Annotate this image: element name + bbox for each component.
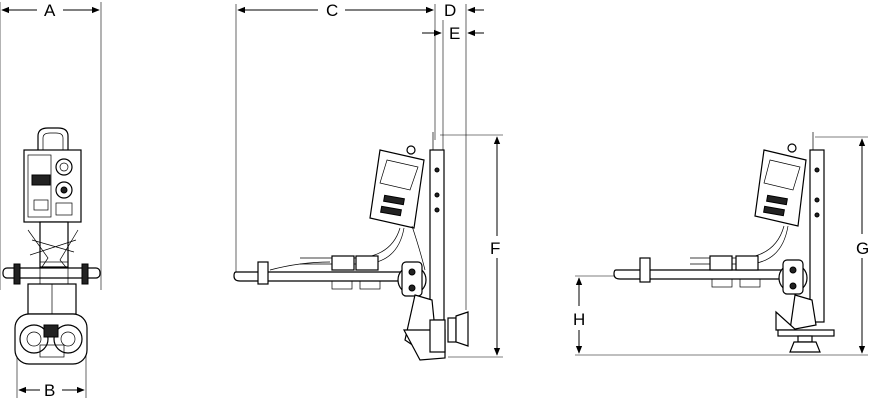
dimension-label-g: G	[856, 239, 869, 258]
dimension-label-f: F	[490, 239, 500, 258]
front-view	[0, 2, 102, 398]
dimension-label-e: E	[449, 24, 460, 43]
side-view	[233, 4, 503, 361]
dimension-label-a: A	[44, 1, 56, 20]
dimension-label-b: B	[44, 381, 55, 400]
dimension-label-h: H	[573, 310, 585, 329]
dimension-label-d: D	[444, 1, 456, 20]
dimension-label-c: C	[326, 1, 338, 20]
side-view-lowered	[575, 132, 868, 356]
